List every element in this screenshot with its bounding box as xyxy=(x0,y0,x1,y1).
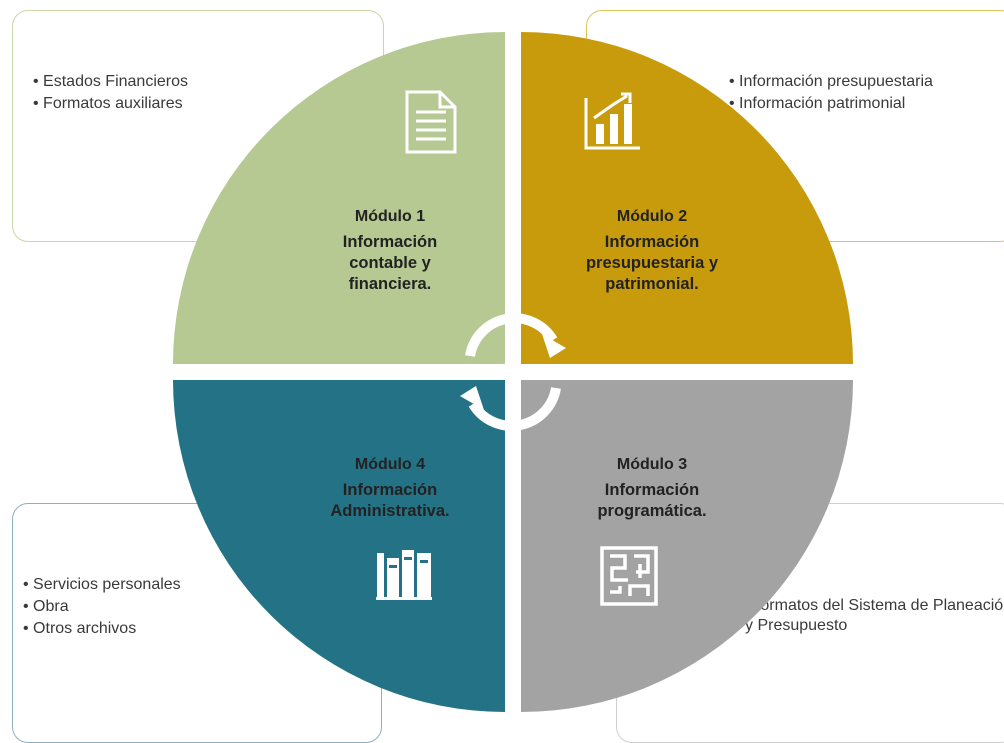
module-desc-line: Información xyxy=(604,233,700,251)
module-desc-line: financiera. xyxy=(348,275,432,293)
list-item: Servicios personales xyxy=(23,574,381,596)
list-item: Obra xyxy=(23,596,381,618)
arrow-head xyxy=(542,334,566,358)
cycle-arrows-icon xyxy=(465,313,561,431)
module-3-label: Módulo 3 Información programática. xyxy=(552,456,752,522)
module-3-quadrant xyxy=(521,380,853,712)
maze-icon xyxy=(600,546,658,606)
module-desc-line: presupuestaria y xyxy=(585,254,719,272)
module-1-label: Módulo 1 Información contable y financie… xyxy=(305,208,475,295)
module-4-label: Módulo 4 Información Administrativa. xyxy=(305,456,475,522)
module-desc-line: Administrativa. xyxy=(330,502,450,520)
module-1-quadrant xyxy=(173,32,505,364)
binders-icon xyxy=(376,550,432,600)
list-item: Estados Financieros xyxy=(33,71,383,93)
module-2-quadrant xyxy=(521,32,853,364)
module-desc-line: Información xyxy=(604,481,700,499)
list-item: Formatos auxiliares xyxy=(33,93,383,115)
module-title: Módulo 3 xyxy=(616,456,688,473)
list-item: Formatos del Sistema de Planeación y Pre… xyxy=(745,596,1004,636)
module-desc-line: programática. xyxy=(597,502,707,520)
module-desc-line: contable y xyxy=(349,254,431,272)
arrow-head xyxy=(460,386,484,410)
module-title: Módulo 4 xyxy=(354,456,426,473)
module-4-quadrant xyxy=(173,380,505,712)
list-item: Otros archivos xyxy=(23,618,381,640)
list-item: Información patrimonial xyxy=(729,93,1004,115)
module-title: Módulo 1 xyxy=(354,208,426,225)
module-desc-line: patrimonial. xyxy=(605,275,699,293)
module-desc-line: Información xyxy=(342,233,438,251)
list-item: Información presupuestaria xyxy=(729,71,1004,93)
module-desc-line: Información xyxy=(342,481,438,499)
document-icon xyxy=(405,90,457,154)
module-2-label: Módulo 2 Información presupuestaria y pa… xyxy=(552,208,752,295)
bar-chart-icon xyxy=(584,92,640,150)
module-title: Módulo 2 xyxy=(616,208,688,225)
